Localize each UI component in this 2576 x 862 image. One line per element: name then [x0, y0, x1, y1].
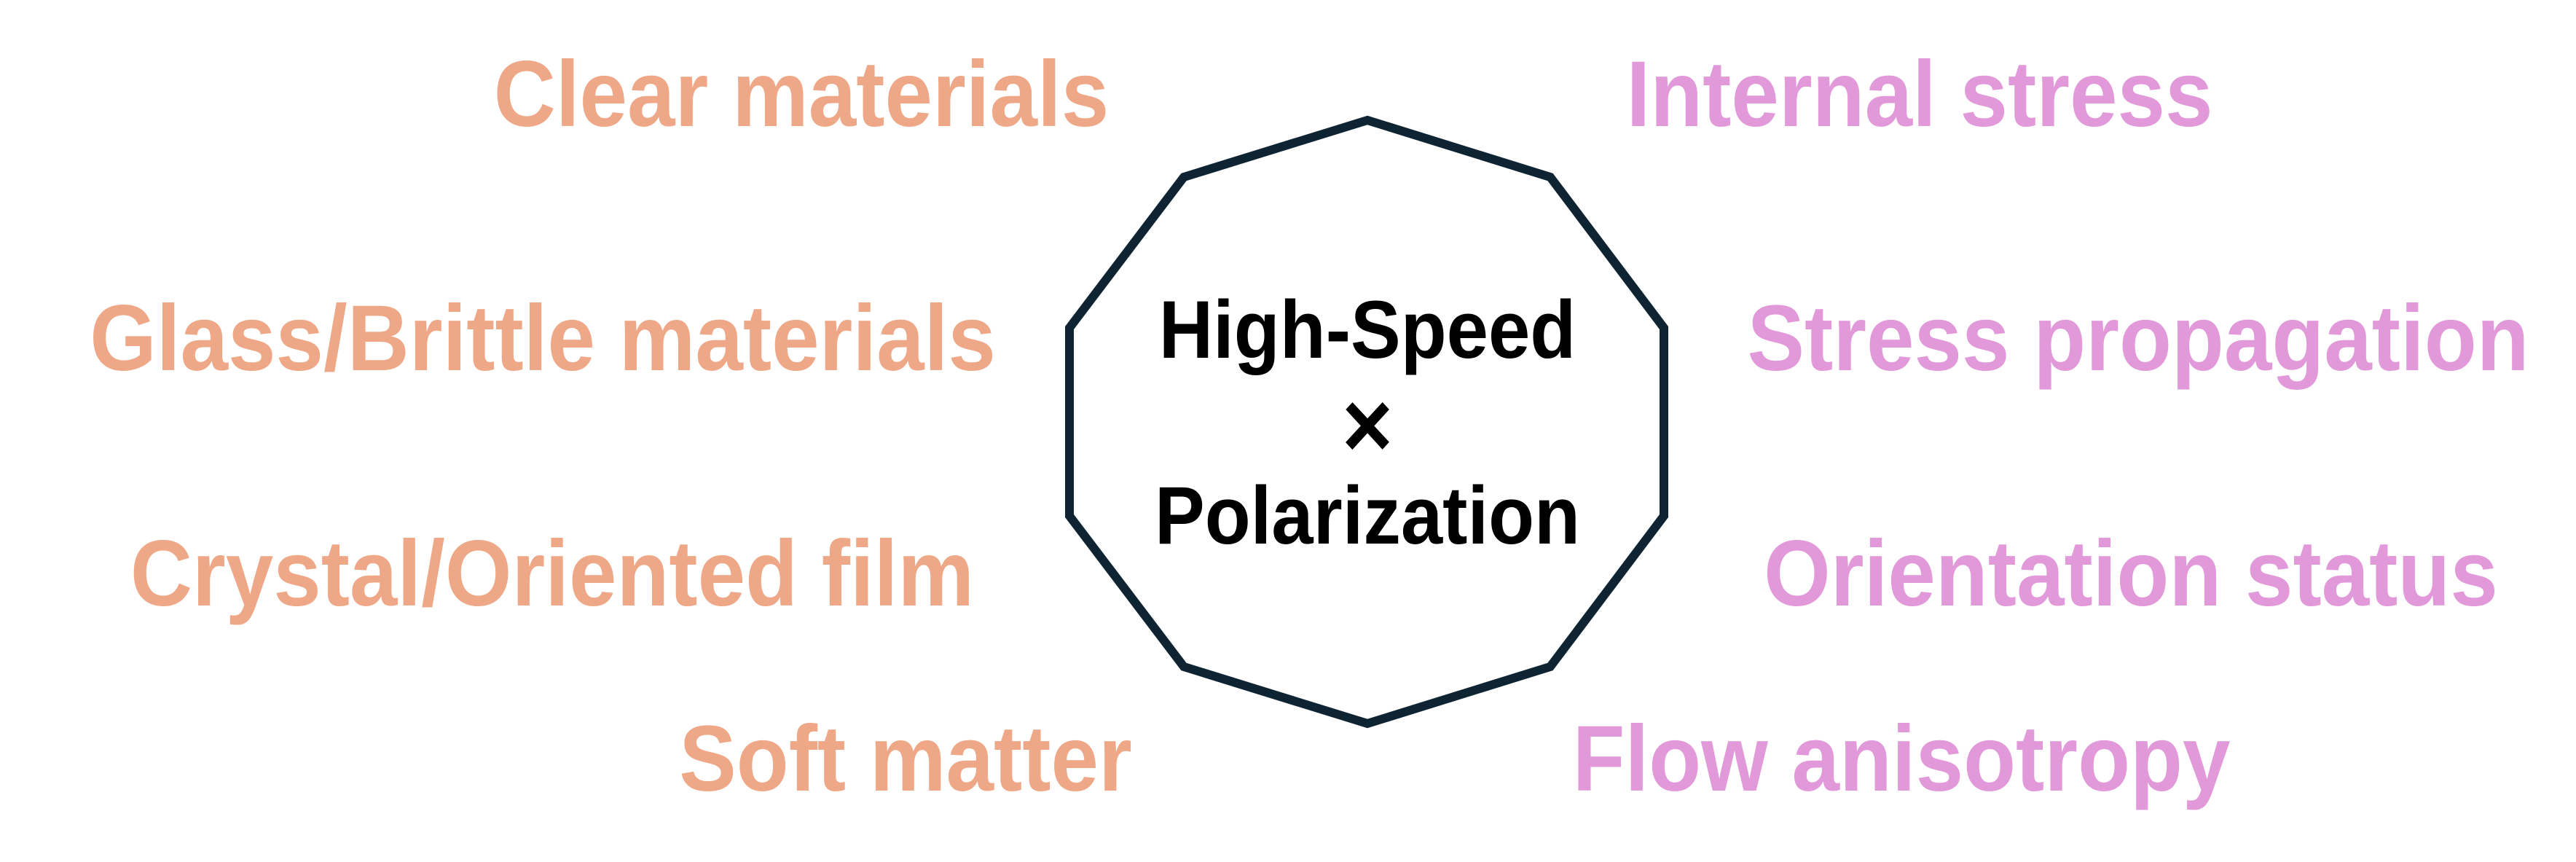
left-item-crystal-oriented-film: Crystal/Oriented film — [130, 522, 975, 626]
right-item-flow-anisotropy: Flow anisotropy — [1572, 707, 2231, 811]
left-item-soft-matter: Soft matter — [679, 707, 1132, 811]
center-title: High-Speed × Polarization — [1155, 289, 1580, 557]
center-times-symbol: × — [1342, 371, 1393, 478]
left-item-glass-brittle-materials: Glass/Brittle materials — [90, 286, 996, 391]
right-item-stress-propagation: Stress propagation — [1747, 286, 2529, 391]
center-line-high-speed: High-Speed — [1158, 283, 1576, 375]
left-item-clear-materials: Clear materials — [493, 42, 1110, 146]
right-item-orientation-status: Orientation status — [1764, 522, 2498, 626]
right-item-internal-stress: Internal stress — [1626, 42, 2213, 146]
center-line-polarization: Polarization — [1155, 469, 1580, 561]
decagon-outline — [1065, 115, 1668, 729]
